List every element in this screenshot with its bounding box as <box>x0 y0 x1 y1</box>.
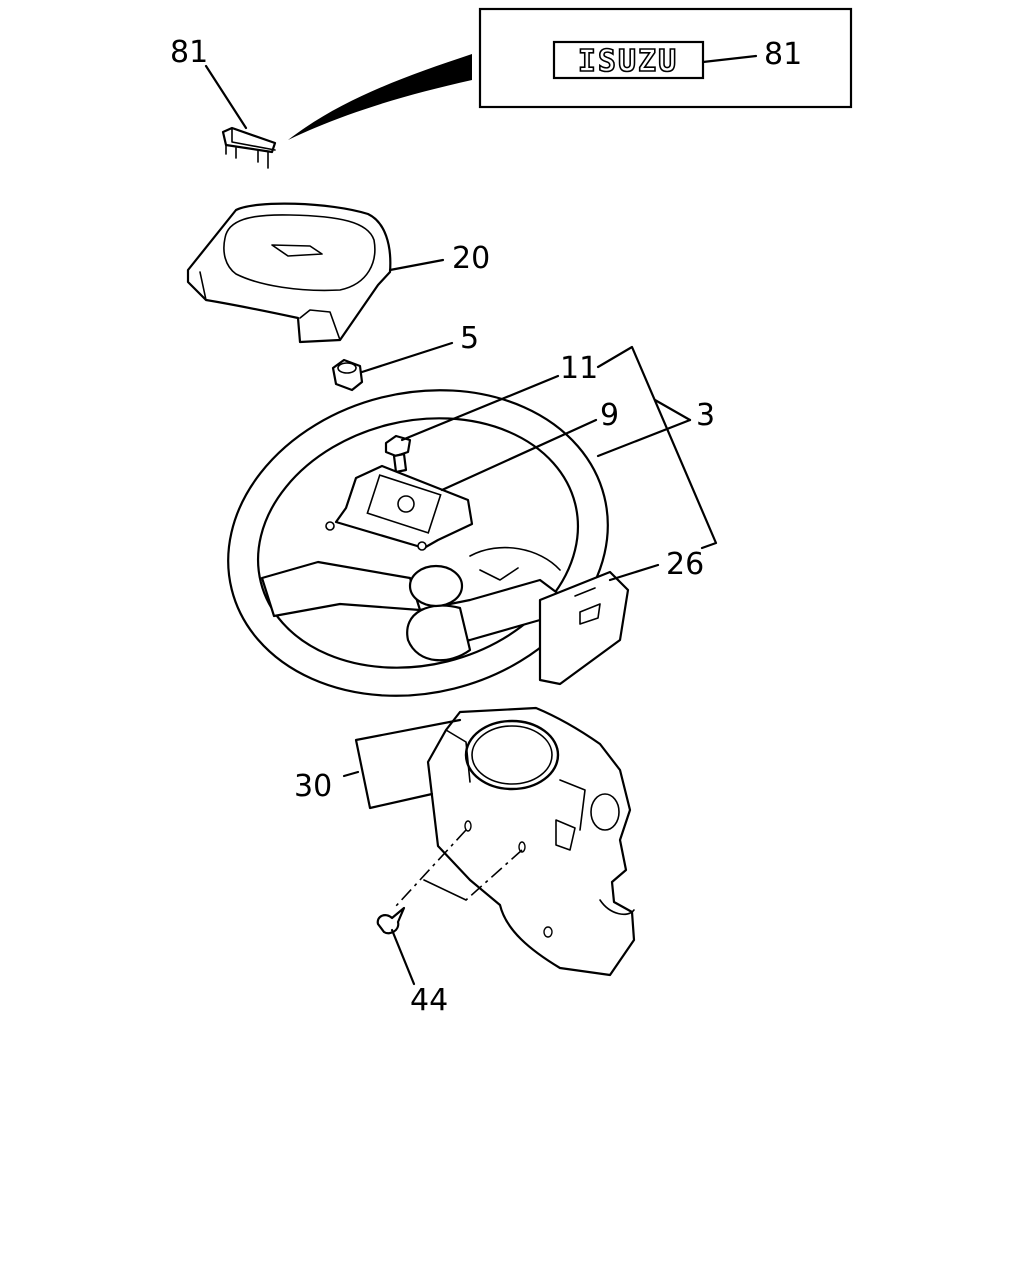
column-cover-part: 30 <box>294 706 636 977</box>
isuzu-logo-text: ISUZU <box>578 44 678 79</box>
emblem-detail-inset: ISUZU 81 <box>478 7 853 109</box>
bolt-part: 11 <box>384 351 598 474</box>
horn-pad-part: 20 <box>186 202 490 344</box>
emblem-part: 81 <box>170 35 472 169</box>
nut-part: 5 <box>331 321 479 392</box>
assembly-bracket <box>596 345 718 550</box>
callout-30: 30 <box>294 769 332 804</box>
callout-81-emblem: 81 <box>170 35 208 70</box>
steering-wheel-part: 26 3 <box>227 389 715 697</box>
callout-11: 11 <box>560 351 598 386</box>
callout-26: 26 <box>666 547 704 582</box>
bracket-plate-part: 9 <box>325 398 619 551</box>
screw-part: 44 <box>376 829 523 1018</box>
callout-3: 3 <box>696 398 715 433</box>
callout-81-inset: 81 <box>764 37 802 72</box>
callout-20: 20 <box>452 241 490 276</box>
callout-9: 9 <box>600 398 619 433</box>
callout-44: 44 <box>410 983 448 1018</box>
callout-5: 5 <box>460 321 479 356</box>
